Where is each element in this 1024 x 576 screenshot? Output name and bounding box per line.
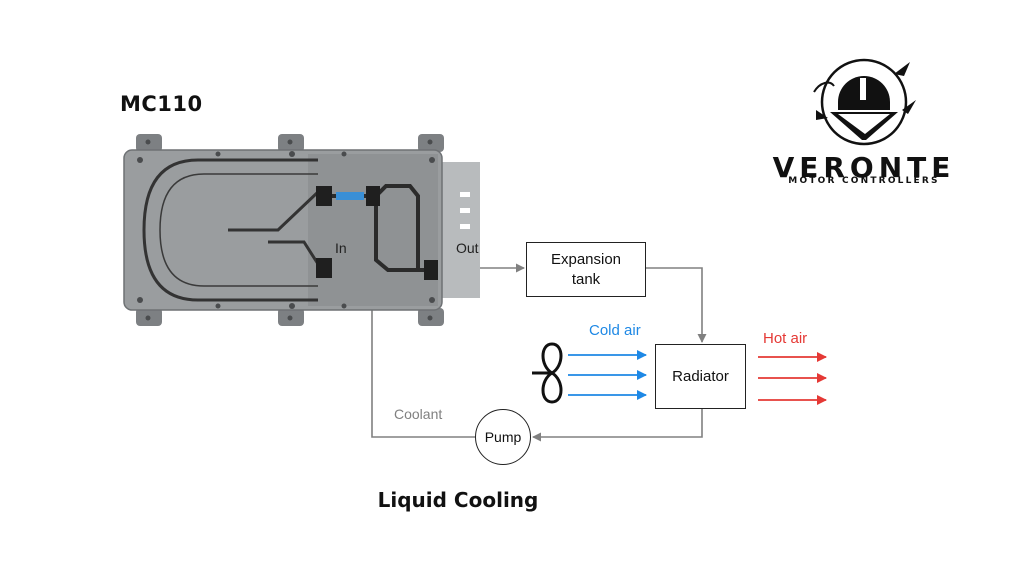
cold-air-label: Cold air xyxy=(589,322,641,339)
expansion-tank-box: Expansion tank xyxy=(526,242,646,297)
model-title: MC110 xyxy=(120,92,203,116)
line-radiator-to-pump xyxy=(532,409,703,442)
line-tank-to-radiator xyxy=(646,267,707,343)
expansion-tank-label: Expansion tank xyxy=(550,250,622,288)
outlet-label: Out xyxy=(456,240,479,256)
brand-tagline: MOTOR CONTROLLERS xyxy=(788,176,940,186)
motor-controller-image xyxy=(123,134,480,326)
radiator-box: Radiator xyxy=(655,344,746,409)
fan-icon xyxy=(532,342,563,404)
veronte-logo-icon xyxy=(813,58,916,146)
radiator-label: Radiator xyxy=(672,367,729,385)
inlet-label: In xyxy=(335,240,347,256)
brand-name: VERONTE xyxy=(772,151,956,184)
hot-air-label: Hot air xyxy=(763,330,808,347)
pump-label: Pump xyxy=(484,429,522,445)
pump-circle: Pump xyxy=(475,409,531,465)
coolant-label: Coolant xyxy=(394,406,443,422)
diagram-caption: Liquid Cooling xyxy=(377,488,539,512)
